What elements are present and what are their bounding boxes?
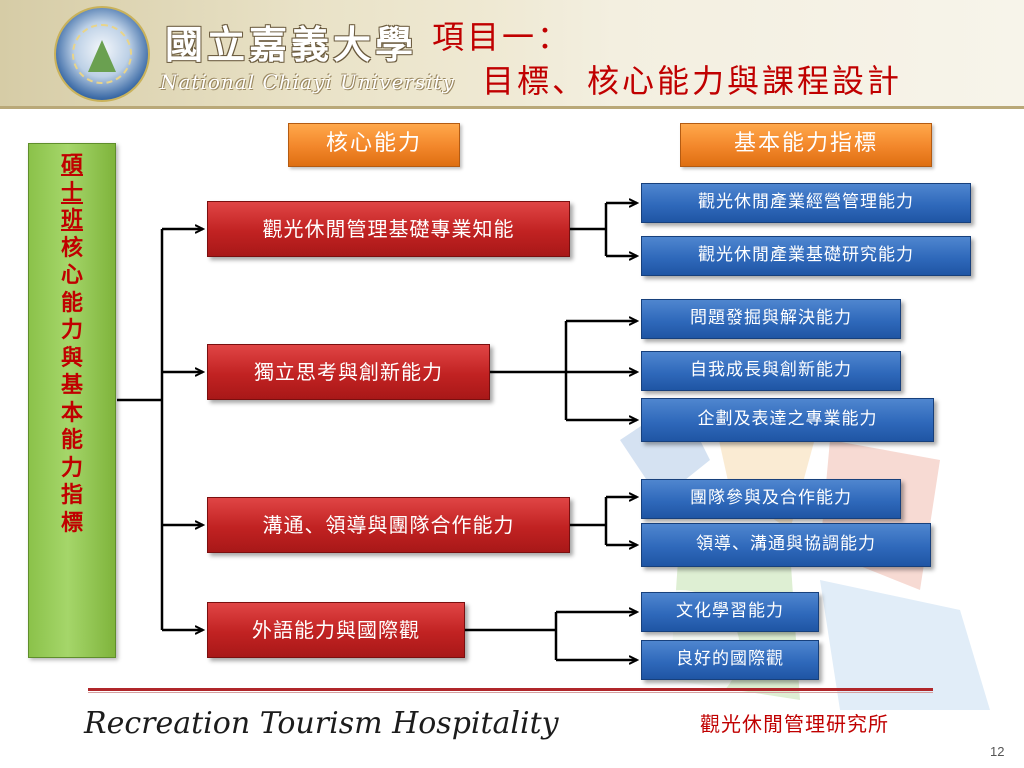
indicator-box: 團隊參與及合作能力 — [641, 479, 901, 519]
side-label-char: 能 — [60, 427, 83, 453]
side-label-char: 本 — [60, 399, 83, 426]
page-number: 12 — [990, 744, 1005, 759]
indicator-box: 領導、溝通與協調能力 — [641, 523, 931, 567]
side-label-char: 與 — [60, 344, 83, 371]
side-label-char: 能 — [60, 289, 83, 316]
university-name-zh: 國立嘉義大學 — [165, 22, 418, 67]
university-name-en: National Chiayi University — [160, 70, 455, 94]
side-label-char: 標 — [60, 509, 83, 536]
footer-rule — [88, 688, 933, 691]
core-ability-box: 獨立思考與創新能力 — [207, 344, 490, 400]
side-label-char: 力 — [60, 454, 83, 481]
indicator-box: 企劃及表達之專業能力 — [641, 398, 934, 442]
indicator-box: 觀光休閒產業基礎研究能力 — [641, 236, 971, 276]
indicator-box: 觀光休閒產業經營管理能力 — [641, 183, 971, 223]
core-ability-box: 外語能力與國際觀 — [207, 602, 465, 658]
indicator-box: 文化學習能力 — [641, 592, 819, 632]
side-label-box — [28, 143, 116, 658]
indicator-box: 良好的國際觀 — [641, 640, 819, 680]
side-label-char: 基 — [60, 372, 83, 398]
side-label-char: 指 — [60, 482, 83, 508]
side-label-char: 力 — [60, 317, 83, 343]
footer-department: 觀光休閒管理研究所 — [700, 712, 889, 736]
indicator-box: 問題發掘與解決能力 — [641, 299, 901, 339]
slide-title-line1: 項目一： — [432, 18, 573, 56]
core-ability-box: 溝通、領導與團隊合作能力 — [207, 497, 570, 553]
footer-brand: Recreation Tourism Hospitality — [84, 706, 559, 741]
emblem-ring — [72, 24, 132, 84]
side-label-char: 士 — [60, 179, 83, 206]
header-banner — [0, 0, 1024, 106]
side-label-char: 班 — [60, 207, 83, 233]
basic-indicator-header: 基本能力指標 — [680, 123, 932, 167]
footer-rule-thin — [88, 692, 933, 693]
side-label-char: 碩 — [60, 152, 83, 178]
indicator-box: 自我成長與創新能力 — [641, 351, 901, 391]
slide-title-line2: 目標、核心能力與課程設計 — [482, 62, 903, 100]
header-divider — [0, 106, 1024, 109]
side-label: 碩 士 班 核 心 能 力 與 基 本 能 力 指 標 — [28, 152, 116, 537]
core-ability-header: 核心能力 — [288, 123, 460, 167]
side-label-char: 核 — [60, 234, 83, 261]
core-ability-box: 觀光休閒管理基礎專業知能 — [207, 201, 570, 257]
side-label-char: 心 — [60, 262, 83, 288]
